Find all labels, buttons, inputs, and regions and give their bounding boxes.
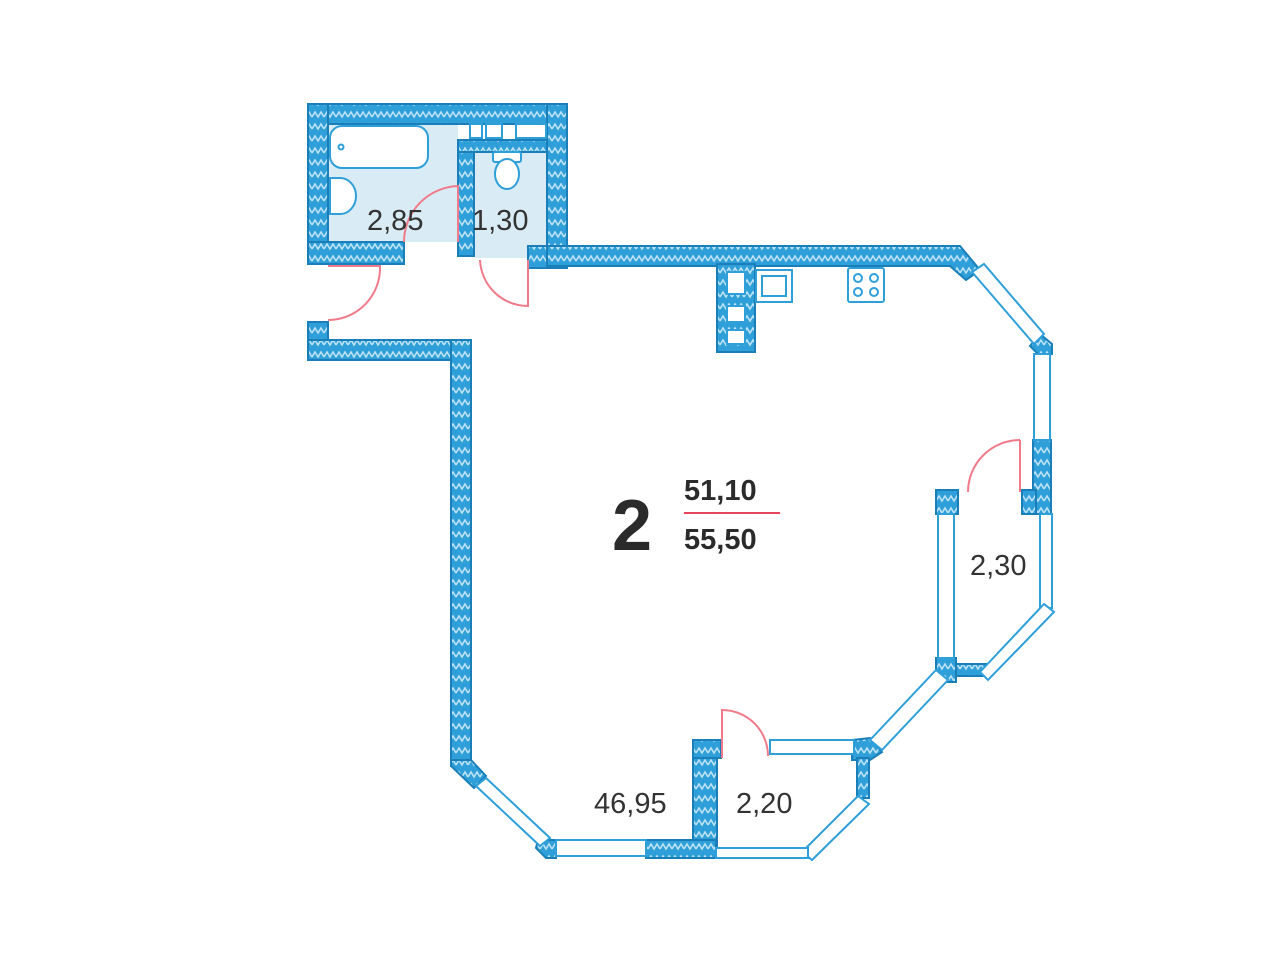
wall-east-door-stub bbox=[1021, 489, 1037, 515]
vent-duct-2 bbox=[726, 305, 746, 323]
door-bath bbox=[403, 184, 459, 243]
bathtub-drain-icon bbox=[337, 143, 345, 151]
balcony-east-area-label: 2,30 bbox=[970, 550, 1026, 582]
stove-burner-2 bbox=[869, 273, 879, 283]
wall-toilet-right bbox=[546, 103, 568, 269]
living-area: 51,10 bbox=[684, 475, 757, 507]
vent-duct-3 bbox=[726, 329, 746, 345]
stove-burner-3 bbox=[853, 287, 863, 297]
cabinet-icon-3 bbox=[515, 123, 547, 139]
wall-north bbox=[546, 245, 982, 282]
bathroom-area-label: 2,85 bbox=[367, 205, 423, 237]
bathtub-icon bbox=[329, 125, 429, 169]
wall-west bbox=[450, 339, 472, 767]
wall-west-top bbox=[307, 339, 471, 361]
main-room-area-label: 46,95 bbox=[594, 788, 667, 820]
cabinet-icon-1 bbox=[469, 123, 483, 139]
windows bbox=[474, 262, 1056, 862]
toilet-area-label: 1,30 bbox=[472, 205, 528, 237]
stove-burner-1 bbox=[853, 273, 863, 283]
door-balcony-east bbox=[967, 439, 1021, 493]
door-toilet bbox=[479, 259, 529, 308]
window-balcony-south-diag bbox=[800, 794, 871, 862]
window-balcony-south bbox=[715, 847, 809, 859]
window-sw-diag bbox=[474, 776, 552, 848]
sink-icon bbox=[329, 177, 357, 215]
wall-south bbox=[645, 839, 717, 859]
kitchen-sink-basin-icon bbox=[761, 275, 787, 297]
window-east-upper bbox=[1033, 353, 1051, 441]
wall-bath-left bbox=[307, 103, 329, 265]
stove-burner-4 bbox=[869, 287, 879, 297]
doors bbox=[327, 184, 1021, 758]
vent-duct-1 bbox=[726, 271, 746, 295]
fixtures bbox=[329, 123, 885, 345]
door-entry bbox=[327, 265, 382, 321]
wall-bath-bottom bbox=[307, 241, 405, 265]
wall-toilet-top bbox=[457, 139, 551, 153]
cabinet-icon-2 bbox=[485, 123, 503, 139]
wall-balcony-south-stub bbox=[692, 739, 722, 759]
door-balcony-south bbox=[721, 708, 769, 758]
window-east-lower bbox=[1039, 513, 1053, 609]
window-se-diag-2 bbox=[868, 668, 950, 752]
wall-balcony-jamb-top bbox=[935, 489, 959, 515]
window-balcony-top bbox=[769, 739, 855, 755]
window-se-diag-1 bbox=[978, 602, 1056, 682]
toilet-bowl-icon bbox=[494, 158, 520, 190]
rooms-count: 2 bbox=[612, 486, 652, 566]
window-south-west bbox=[555, 839, 647, 857]
wall-bath-partition bbox=[457, 139, 475, 257]
total-area: 55,50 bbox=[684, 524, 757, 556]
stove-icon bbox=[847, 267, 885, 303]
window-ne-diag bbox=[970, 262, 1046, 346]
wall-top-block bbox=[307, 103, 568, 125]
balcony-south-area-label: 2,20 bbox=[736, 788, 792, 820]
window-balcony-west bbox=[937, 513, 955, 659]
wall-balcony-south-right bbox=[856, 757, 870, 799]
